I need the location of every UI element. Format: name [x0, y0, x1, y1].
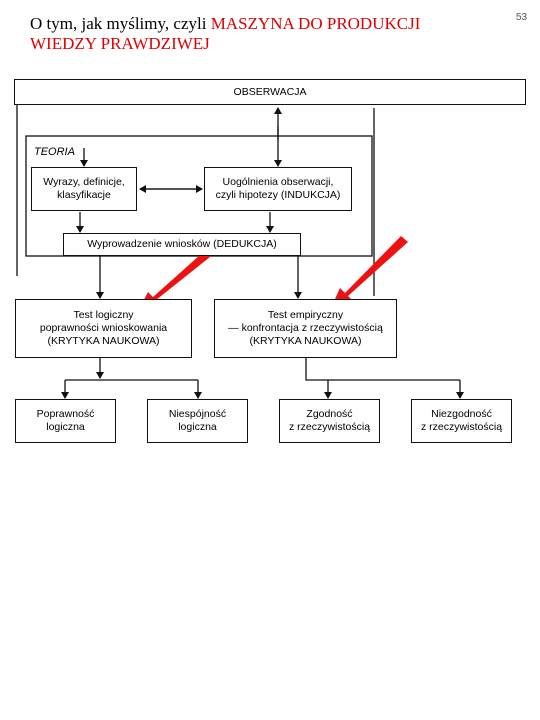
page-number: 53 — [516, 12, 528, 23]
emp-branch — [305, 358, 460, 381]
title-black-part: O tym, jak myślimy, czyli — [30, 14, 211, 33]
title-red-part-2: WIEDZY PRAWDZIWEJ — [30, 34, 210, 53]
generalizations-box: Uogólnienia obserwacji,czyli hipotezy (I… — [204, 167, 352, 211]
title-red-part-1: MASZYNA DO PRODUKCJI — [210, 14, 421, 33]
observation-box: OBSERWACJA — [14, 79, 526, 105]
deduction-box: Wyprowadzenie wniosków (DEDUKCJA) — [63, 233, 301, 256]
red-arrow-right — [330, 236, 408, 310]
page-title: O tym, jak myślimy, czyli MASZYNA DO PRO… — [30, 14, 510, 54]
red-arrows — [137, 236, 408, 313]
terms-box: Wyrazy, definicje,klasyfikacje — [31, 167, 137, 211]
theory-label: TEORIA — [32, 146, 77, 158]
red-arrow-left — [137, 247, 215, 313]
empirical-test-box: Test empiryczny— konfrontacja z rzeczywi… — [214, 299, 397, 358]
